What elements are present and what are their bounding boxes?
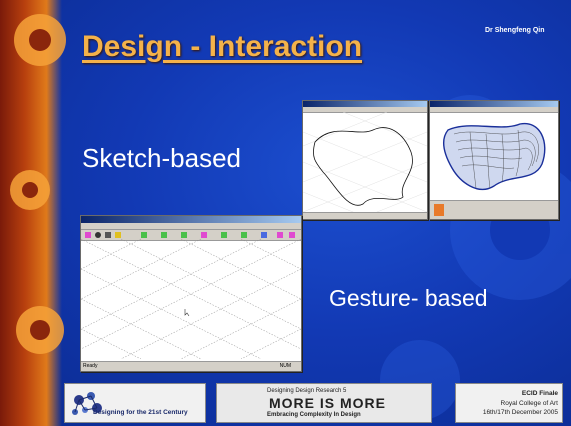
footer-left-caption: Designing for the 21st Century [93, 409, 188, 416]
author-name: Dr Shengfeng Qin [485, 27, 545, 34]
surface-window-screenshot [429, 100, 559, 220]
footer-center-top: Designing Design Research 5 [267, 388, 347, 394]
footer-right-line1: ECID Finale [521, 390, 558, 397]
slide-title: Design - Interaction [82, 30, 363, 63]
footer-right-line2: Royal College of Art [500, 400, 558, 407]
footer-center-main: MORE IS MORE [269, 395, 387, 411]
surface-mesh-image [442, 122, 546, 191]
status-num: NUM [279, 363, 291, 369]
footer-conference-box: Designing Design Research 5 MORE IS MORE… [216, 383, 432, 423]
left-decorative-strip [0, 0, 62, 426]
sketch-window-screenshot [302, 100, 428, 220]
status-bar: Ready NUM [81, 361, 301, 371]
sketch-curve-image [303, 112, 427, 218]
sketch-based-label: Sketch-based [82, 143, 241, 173]
gesture-window-screenshot: Ready NUM [80, 215, 302, 372]
status-ready: Ready [83, 363, 98, 369]
isometric-grid-canvas [81, 239, 301, 359]
gesture-based-label: Gesture- based [329, 285, 488, 311]
footer-center-sub: Embracing Complexity In Design [267, 412, 361, 418]
footer-event-box: ECID Finale Royal College of Art 16th/17… [455, 383, 563, 423]
footer-logo-box: Designing for the 21st Century [64, 383, 206, 423]
left-gears [10, 14, 66, 354]
toolbar-strip [81, 230, 301, 241]
molecule-logo-icon [72, 392, 102, 415]
footer-right-line3: 16th/17th December 2005 [482, 409, 558, 416]
